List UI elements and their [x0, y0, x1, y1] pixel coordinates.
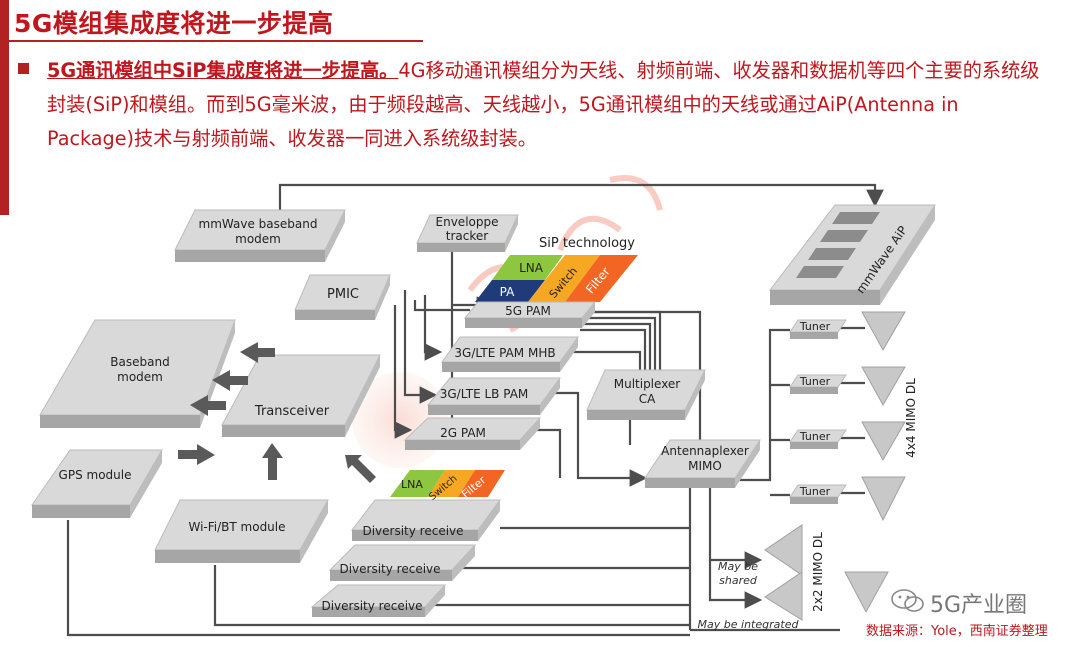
- multiplexer-line1: Multiplexer: [614, 377, 681, 391]
- tuner-4-label: Tuner: [799, 485, 831, 498]
- tuner-4: Tuner: [789, 484, 847, 504]
- multiplexer-line2: CA: [639, 392, 656, 406]
- arrow-left-3: [190, 395, 226, 416]
- sip-chip-stack-bottom: LNA Switch Filter: [390, 470, 505, 503]
- arrow-upleft-diversity: [345, 455, 376, 483]
- pam-5g-label: 5G PAM: [505, 304, 551, 318]
- may-be-shared-line2: shared: [719, 574, 758, 587]
- antennaplexer-line1: Antennaplexer: [661, 444, 749, 458]
- arrow-up-wifi: [262, 443, 283, 480]
- flow-arrows: [178, 342, 376, 483]
- transceiver-label: Transceiver: [254, 404, 330, 419]
- lna-chip-2: [390, 470, 445, 497]
- source-note: 数据来源：Yole，西南证券整理: [866, 624, 1048, 639]
- baseband-modem-line2: modem: [117, 370, 163, 384]
- intro-paragraph: 5G通讯模组中SiP集成度将进一步提高。4G移动通讯模组分为天线、射频前端、收发…: [47, 54, 1047, 156]
- antenna-icon: [861, 421, 906, 462]
- antenna-icon: [844, 571, 889, 614]
- switch-chip-2: [428, 470, 475, 497]
- pam-mhb-label: 3G/LTE PAM MHB: [454, 346, 555, 360]
- tuner-3-label: Tuner: [799, 430, 831, 443]
- gps-module: GPS module: [31, 449, 163, 518]
- watermark-text: 5G产业圈: [930, 593, 1028, 618]
- intro-body: 4G移动通讯模组分为天线、射频前端、收发器和数据机等四个主要的系统级封装(SiP…: [47, 59, 1040, 150]
- sip-chip-stack-top: LNA PA Switch Filter: [475, 255, 638, 302]
- mimo-2x2-label: 2x2 MIMO DL: [811, 532, 825, 612]
- intro-lead: 5G通讯模组中SiP集成度将进一步提高。: [47, 59, 399, 82]
- mmwave-baseband-line1: mmWave baseband: [199, 217, 318, 231]
- pa-label: PA: [500, 285, 515, 299]
- connection-lines: [66, 183, 884, 637]
- antenna-icon: [861, 366, 906, 407]
- arrow-left-2: [212, 370, 248, 391]
- sip-technology-label: SiP technology: [539, 236, 635, 251]
- bullet-square: [18, 63, 29, 74]
- antenna-icon: [861, 311, 906, 352]
- envelope-tracker-line1: Enveloppe: [436, 215, 499, 229]
- pam-2g: 2G PAM: [403, 417, 542, 450]
- diversity-3-label: Diversity receive: [321, 599, 422, 613]
- envelope-tracker-line2: tracker: [446, 229, 488, 243]
- diversity-receive-3: Diversity receive: [310, 584, 447, 617]
- title-underline: [9, 40, 423, 42]
- may-be-shared-line1: May be: [718, 560, 758, 573]
- antennaplexer-mimo: Antennaplexer MIMO: [644, 439, 761, 488]
- diversity-1-label: Diversity receive: [362, 524, 463, 538]
- tuner-1-label: Tuner: [799, 320, 831, 333]
- pam-3g-lte-lb: 3G/LTE LB PAM: [426, 377, 561, 415]
- gps-label: GPS module: [59, 468, 132, 482]
- lna-label: LNA: [519, 261, 544, 275]
- antennas-2x2: [764, 524, 889, 621]
- page-title: 5G模组集成度将进一步提高: [14, 9, 334, 38]
- mmwave-baseband-line2: modem: [235, 232, 281, 246]
- filter-chip: [565, 255, 638, 302]
- mimo-4x4-label: 4x4 MIMO DL: [904, 378, 918, 458]
- pa-chip: [475, 280, 545, 302]
- accent-bar: [0, 0, 9, 215]
- antenna-icon: [861, 476, 906, 522]
- baseband-modem-line1: Baseband: [110, 355, 169, 369]
- tuner-2: Tuner: [789, 374, 847, 394]
- pam-2g-label: 2G PAM: [440, 426, 486, 440]
- antenna-icon: [764, 571, 803, 621]
- pmic-label: PMIC: [327, 287, 359, 302]
- wifi-bt-module: Wi-Fi/BT module: [154, 499, 329, 563]
- tuner-3: Tuner: [789, 429, 847, 449]
- arrow-left-1: [240, 342, 275, 363]
- may-be-integrated-label: May be integrated: [698, 618, 800, 631]
- pam-5g: 5G PAM: [463, 301, 597, 328]
- tuner-1: Tuner: [789, 319, 847, 339]
- mmwave-aip: mmWave AiP: [768, 204, 936, 305]
- pmic: PMIC: [294, 274, 391, 320]
- diversity-2-label: Diversity receive: [339, 562, 440, 576]
- tuner-2-label: Tuner: [799, 375, 831, 388]
- transceiver: Transceiver: [221, 354, 381, 437]
- diversity-receive-2: Diversity receive: [328, 544, 477, 581]
- switch-chip: [528, 255, 600, 302]
- antennaplexer-line2: MIMO: [688, 459, 722, 473]
- pam-3g-lte-mhb: 3G/LTE PAM MHB: [441, 336, 579, 372]
- lna-label-2: LNA: [401, 478, 423, 491]
- wifi-bt-label: Wi-Fi/BT module: [188, 520, 285, 534]
- antennas-4x4: [861, 311, 906, 522]
- mmwave-baseband-modem: mmWave baseband modem: [174, 209, 346, 262]
- lna-chip: [492, 255, 563, 280]
- filter-chip-2: [458, 470, 505, 497]
- arrow-right-gps: [178, 444, 215, 465]
- multiplexer-ca: Multiplexer CA: [586, 369, 706, 420]
- baseband-modem: Baseband modem: [39, 319, 236, 428]
- pam-lb-label: 3G/LTE LB PAM: [440, 387, 529, 401]
- wechat-icon: [891, 589, 924, 612]
- antenna-icon: [764, 524, 803, 576]
- envelope-tracker: Enveloppe tracker: [416, 214, 519, 252]
- diversity-receive-1: Diversity receive: [350, 499, 501, 541]
